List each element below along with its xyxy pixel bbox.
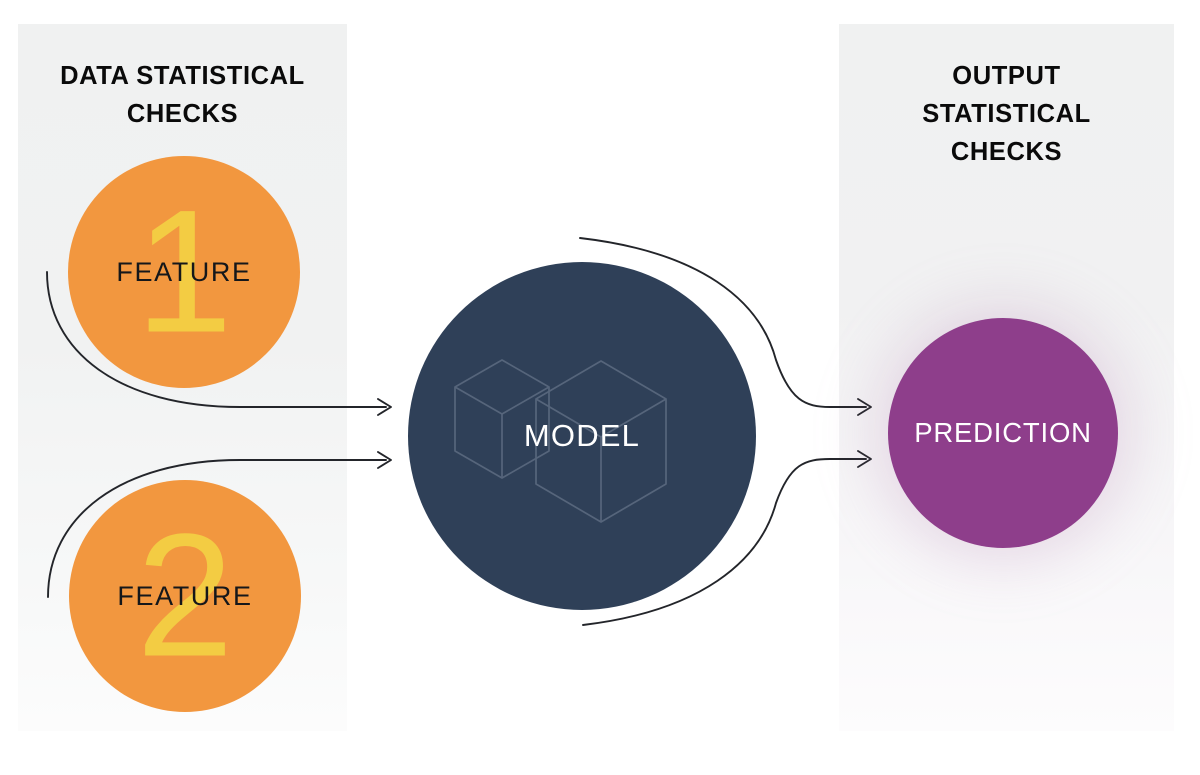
feature-1-label: FEATURE xyxy=(116,256,252,287)
node-prediction[interactable]: PREDICTION xyxy=(888,318,1118,548)
prediction-label: PREDICTION xyxy=(914,417,1092,448)
panel-right-title: OUTPUT STATISTICAL CHECKS xyxy=(922,62,1091,166)
node-feature-1[interactable]: 1 FEATURE xyxy=(68,156,300,388)
node-feature-2[interactable]: 2 FEATURE xyxy=(69,480,301,712)
feature-2-label: FEATURE xyxy=(117,580,253,611)
node-model[interactable]: MODEL xyxy=(408,262,756,610)
panel-left-title: DATA STATISTICAL CHECKS xyxy=(60,62,305,128)
feature-1-number: 1 xyxy=(135,174,233,370)
model-label: MODEL xyxy=(523,418,641,453)
arrow-head-feature-2-to-model xyxy=(377,451,392,469)
arrow-head-feature-1-to-model xyxy=(377,398,392,416)
feature-2-number: 2 xyxy=(136,498,234,694)
